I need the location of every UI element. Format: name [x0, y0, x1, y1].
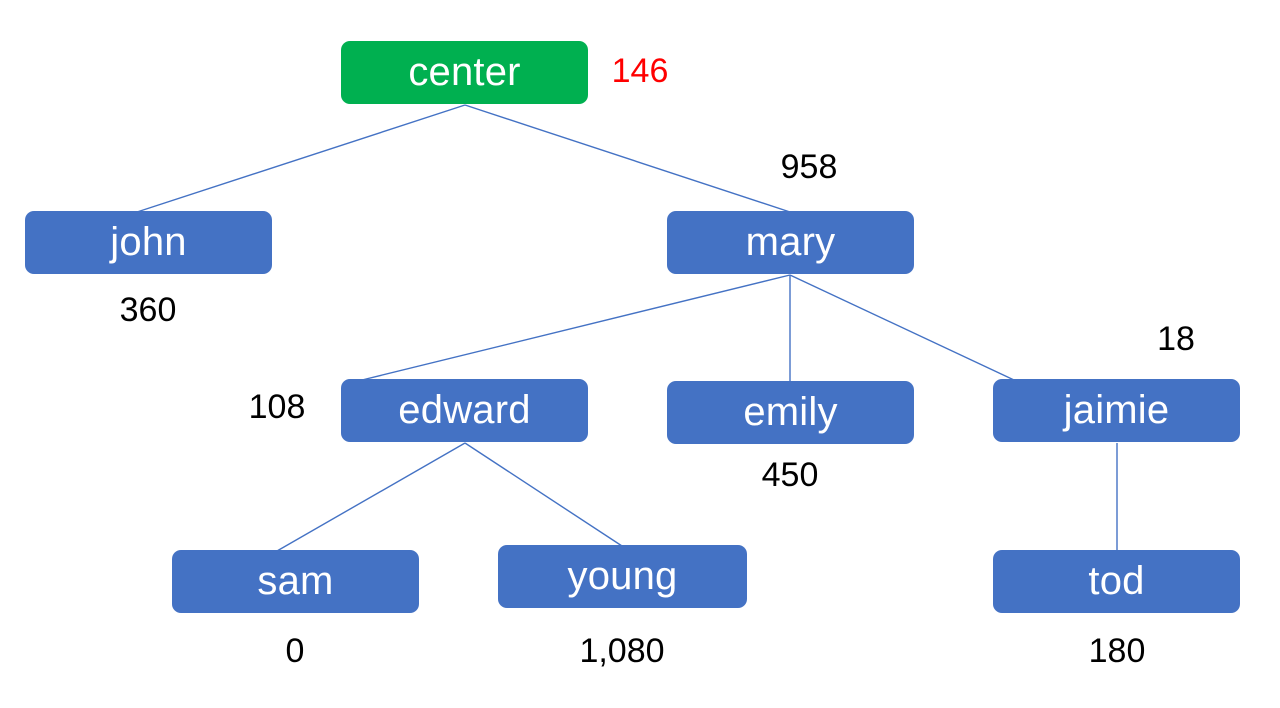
node-sam[interactable]: sam	[172, 550, 419, 613]
edge-mary-to-jaimie	[789, 274, 1015, 381]
value-label-mary: 958	[780, 148, 838, 186]
value-label-emily: 450	[761, 456, 819, 494]
node-label-emily: emily	[743, 389, 838, 434]
edge-edward-to-young	[464, 442, 623, 547]
node-label-mary: mary	[745, 219, 836, 264]
node-young[interactable]: young	[498, 545, 747, 608]
value-label-tod: 180	[1088, 632, 1146, 670]
node-mary[interactable]: mary	[667, 211, 914, 274]
value-label-john: 360	[119, 291, 177, 329]
edge-edward-to-sam	[276, 442, 466, 552]
edge-center-to-john	[136, 104, 466, 213]
node-label-sam: sam	[257, 558, 334, 603]
value-label-sam: 0	[285, 632, 305, 670]
node-emily[interactable]: emily	[667, 381, 914, 444]
node-jaimie[interactable]: jaimie	[993, 379, 1240, 442]
value-label-young: 1,080	[579, 632, 665, 670]
node-label-tod: tod	[1088, 558, 1145, 603]
node-center[interactable]: center	[341, 41, 588, 104]
value-label-center: 146	[611, 52, 669, 90]
node-label-edward: edward	[398, 387, 531, 432]
value-label-jaimie: 18	[1157, 320, 1195, 358]
node-label-jaimie: jaimie	[1063, 387, 1170, 432]
node-tod[interactable]: tod	[993, 550, 1240, 613]
node-john[interactable]: john	[25, 211, 272, 274]
node-edward[interactable]: edward	[341, 379, 588, 442]
value-label-edward: 108	[248, 388, 306, 426]
edge-center-to-mary	[464, 104, 791, 213]
node-label-center: center	[408, 49, 521, 94]
edge-mary-to-edward	[361, 274, 791, 381]
node-label-young: young	[567, 553, 678, 598]
node-label-john: john	[110, 219, 187, 264]
